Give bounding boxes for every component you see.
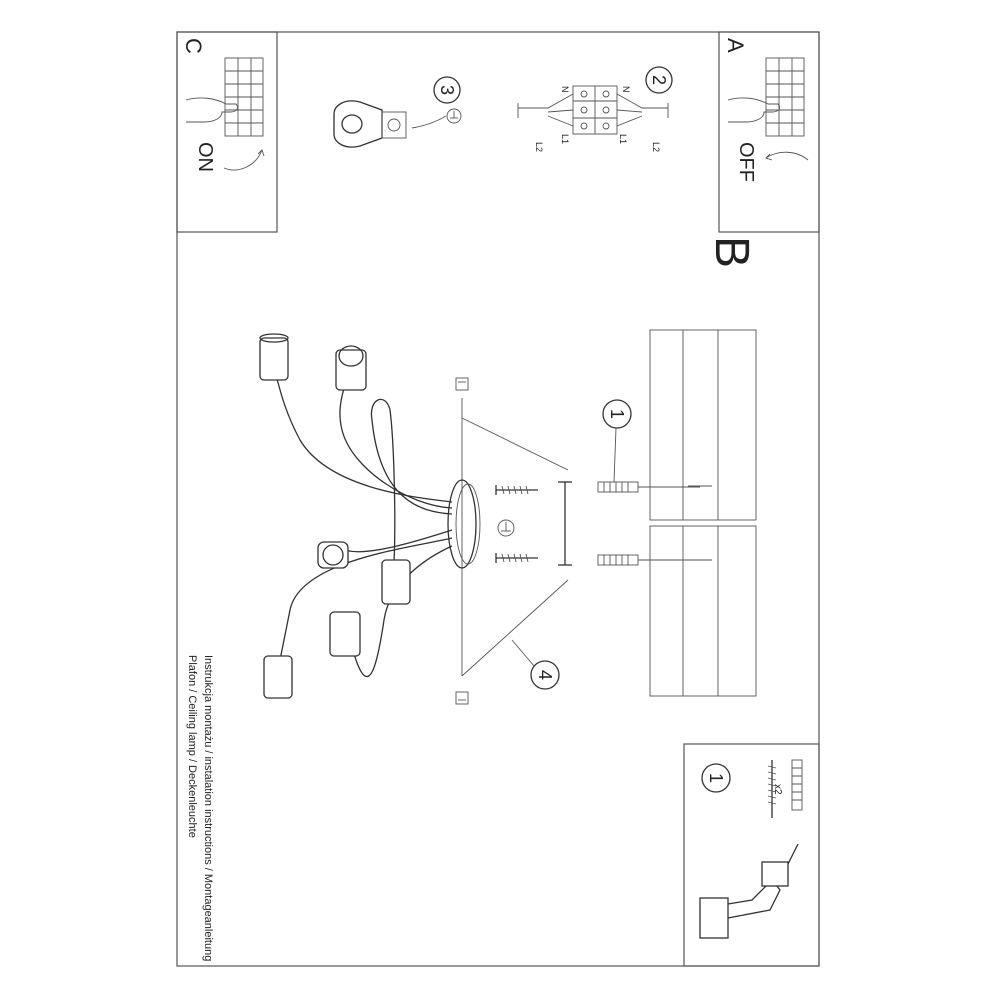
caption-line-2: Plafon / Ceiling lamp / Deckenleuchte (186, 655, 198, 838)
canopy (455, 377, 569, 705)
hardware-quantity: x2 (772, 784, 783, 795)
panel-c-state: ON (194, 142, 216, 172)
step-3-ground: 3 (333, 76, 462, 148)
lamp-arms (275, 374, 453, 677)
hardware-step-number: 1 (706, 773, 726, 783)
wire-label-l1-left: L1 (560, 134, 570, 144)
lamp-socket (317, 541, 349, 569)
panel-c: C ON (176, 31, 278, 233)
wire-label-n-right: N (621, 86, 631, 93)
wire-label-n-left: N (560, 86, 570, 93)
panel-c-letter: C (181, 38, 206, 54)
arrow-icon (223, 149, 265, 171)
step-1-number: 1 (607, 409, 627, 419)
lamp-socket (329, 611, 361, 657)
panel-a: A OFF (718, 31, 820, 233)
step-3-marker (433, 76, 461, 104)
terminal-block-icon (572, 85, 618, 135)
outer-frame (176, 31, 820, 967)
panel-b-letter: B (705, 236, 758, 268)
lamp-socket (263, 655, 293, 699)
screw-icon (767, 760, 777, 818)
wire-label-l2-left: L2 (534, 142, 544, 152)
caption-line-1: Instrukcja montażu / instalation instruc… (202, 655, 214, 961)
screw-icon (495, 485, 538, 495)
wall-plug-icon (597, 481, 700, 493)
wire-label-l1-right: L1 (618, 134, 628, 144)
ground-symbol-icon (446, 108, 462, 124)
hand-icon (727, 97, 781, 123)
lamp-base (447, 479, 481, 569)
lamp-socket (259, 333, 289, 381)
drill-icon (699, 843, 799, 939)
panel-a-state: OFF (735, 142, 757, 182)
ceiling (649, 329, 757, 697)
wall-plug-icon (597, 554, 700, 566)
wire-label-l2-right: L2 (651, 142, 661, 152)
hardware-panel: 1 x2 (683, 743, 820, 967)
hardware-step-marker (701, 763, 731, 793)
step-1-marker (602, 399, 632, 429)
step-3-number: 3 (437, 85, 457, 95)
ground-symbol-icon (497, 519, 515, 537)
mounting-bracket (558, 481, 572, 566)
step-2-marker (645, 66, 673, 94)
screw-icon (495, 553, 538, 563)
lamp-socket (381, 559, 411, 605)
hand-icon (185, 97, 239, 123)
arrow-icon (765, 151, 809, 161)
wall-plug-icon (791, 759, 803, 811)
step-4-marker (530, 660, 560, 690)
panel-a-letter: A (723, 38, 748, 53)
step-4-number: 4 (535, 670, 555, 680)
terminal-block-icon (224, 57, 264, 137)
step-2-number: 2 (649, 75, 669, 85)
step-2-wiring: 2 N N L1 L1 L2 L2 (517, 66, 673, 152)
terminal-block-icon (765, 57, 805, 137)
lamp-socket (335, 345, 367, 391)
